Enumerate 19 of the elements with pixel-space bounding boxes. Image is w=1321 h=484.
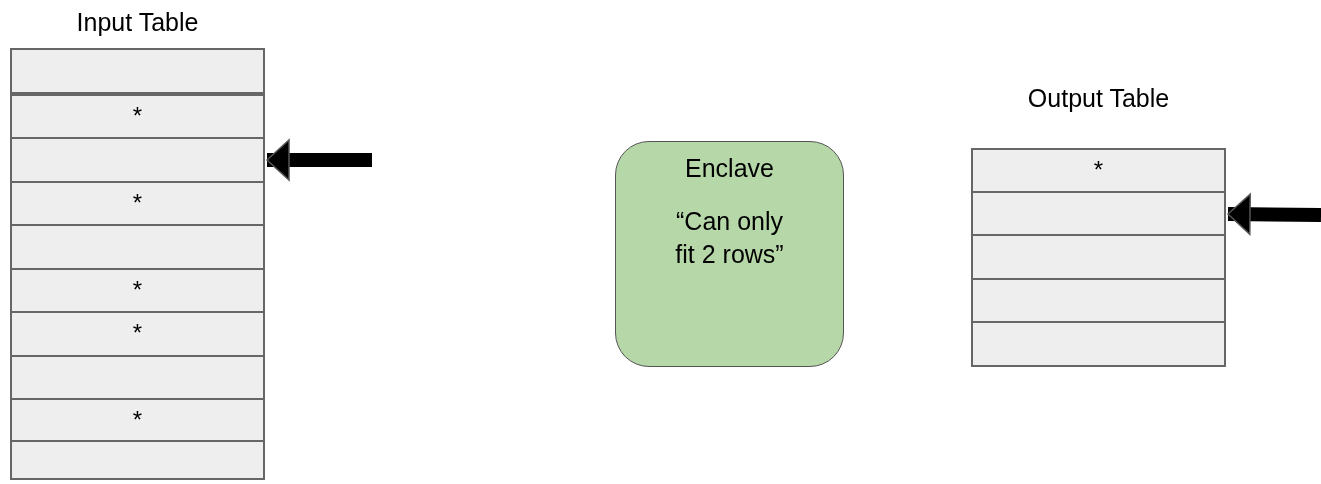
table-row bbox=[971, 191, 1226, 237]
table-row bbox=[10, 137, 265, 183]
arrow bbox=[1227, 193, 1321, 235]
table-row bbox=[971, 234, 1226, 280]
enclave-box: Enclave “Can only fit 2 rows” bbox=[615, 141, 844, 367]
arrow bbox=[266, 139, 372, 181]
table-row bbox=[10, 440, 265, 480]
table-row bbox=[971, 321, 1226, 367]
table-row bbox=[10, 224, 265, 270]
table-row: * bbox=[10, 268, 265, 314]
table-row: * bbox=[10, 311, 265, 357]
table-title: Input Table bbox=[75, 8, 200, 37]
table-row: * bbox=[10, 94, 265, 140]
table-row bbox=[10, 48, 265, 94]
table-row bbox=[10, 355, 265, 401]
table-row: * bbox=[10, 181, 265, 227]
table-title: Output Table bbox=[1026, 84, 1171, 113]
table-row: * bbox=[971, 148, 1226, 194]
table-row bbox=[971, 278, 1226, 324]
